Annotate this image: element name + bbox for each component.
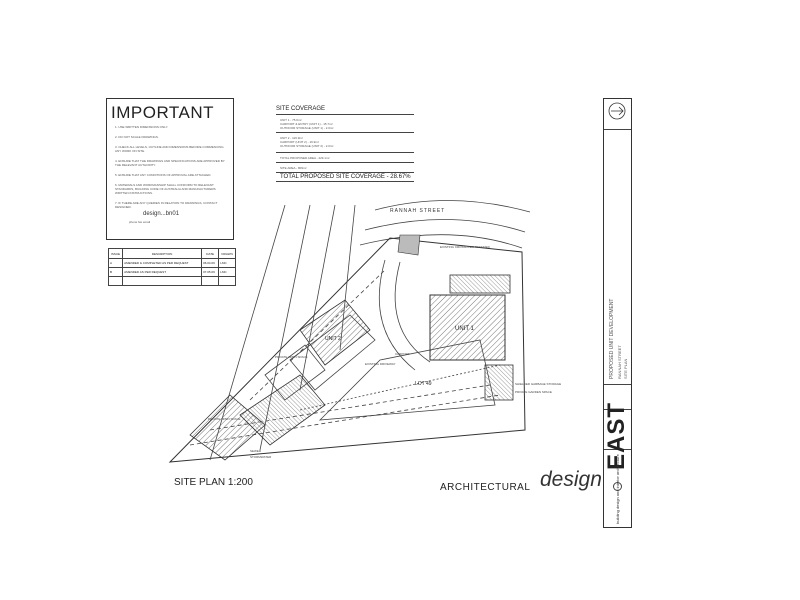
coverage-line: SITE AREA - 809m²	[280, 166, 307, 170]
plan-annotation: PRIVATE OPEN SPACE	[208, 417, 241, 421]
note-item: 2. DO NOT SCALE DRAWINGS.	[115, 135, 159, 139]
rev-header-issue: ISSUE	[107, 248, 124, 259]
site-coverage-block: SITE COVERAGE UNIT 1 - 75.6m² CARPORT & …	[276, 106, 414, 182]
street-name: RANNAH STREET	[390, 208, 445, 214]
plan-annotation: SEWER	[250, 449, 262, 453]
coverage-line: CARPORT & ENTRY (UNIT 1) - 15.7m²	[280, 122, 333, 126]
note-item: 7. IF THERE ARE ANY QUERIES IN RELATION …	[115, 201, 218, 209]
plan-annotation: EXISTING CROSSOVER RETAINED	[440, 245, 491, 249]
coverage-line: OUTDOOR STORAGE (UNIT 1) - 2.0m²	[280, 126, 334, 130]
unit-2-footprint	[299, 299, 371, 366]
architectural-label: ARCHITECTURAL	[440, 482, 531, 493]
important-notes-box: IMPORTANT 1. USE WRITTEN DIMENSIONS ONLY…	[106, 98, 234, 240]
note-item: 3. CHECK ALL LEVELS, OUTLINE AND DIMENSI…	[115, 145, 224, 153]
circle-icon	[613, 482, 622, 491]
note-item: 6. MATERIALS AND WORKMANSHIP SHALL CONFO…	[115, 183, 216, 195]
designer-contact: phone fax email	[129, 220, 151, 224]
plan-annotation: SHIELDED GARBAGE STORAGE	[515, 382, 561, 386]
site-plan-scale-label: SITE PLAN 1:200	[174, 477, 253, 488]
plan-annotation: EXISTING DRIVEWAY	[365, 362, 396, 366]
note-item: 4. ENSURE THAT THE DRAWINGS AND SPECIFIC…	[115, 159, 225, 167]
rev-cell: B	[107, 267, 124, 277]
coverage-line: OUTDOOR STORAGE (UNIT 2) - 2.0m²	[280, 144, 334, 148]
note-item: 1. USE WRITTEN DIMENSIONS ONLY.	[115, 125, 169, 129]
garbage-storage-hatch	[484, 364, 514, 401]
plan-annotation: STORMWATER	[250, 455, 272, 459]
site-plan-drawing: RANNAH STREET UNIT 1 UNIT 2 LOT 49 PRIVA…	[168, 200, 561, 463]
revision-table: ISSUE DESCRIPTION DATE DRAWN A AMENDED &…	[107, 248, 236, 292]
plan-annotation: PRIVATE OPEN SPACE	[275, 355, 308, 359]
important-title: IMPORTANT	[111, 103, 215, 122]
title-block: PROPOSED UNIT DEVELOPMENT RANNAH STREET …	[603, 98, 632, 528]
garden-space-hatch	[239, 374, 326, 446]
carport-hatch	[449, 274, 511, 294]
unit-1-label: UNIT 1	[455, 326, 475, 332]
plan-annotation: CARPORT	[395, 352, 410, 356]
note-item: 5. ENSURE THAT ANY CONDITIONS OF APPROVA…	[115, 173, 212, 177]
coverage-line: UNIT 1 - 75.6m²	[280, 118, 302, 122]
unit-2-label: UNIT 2	[325, 336, 341, 342]
plan-annotation: PRIVATE GARDEN SPACE	[515, 390, 552, 394]
east-description: building design and interior architectur…	[615, 454, 620, 524]
table-row	[107, 276, 236, 286]
north-arrow-icon	[608, 102, 626, 120]
crossover	[397, 234, 421, 256]
coverage-total: TOTAL PROPOSED SITE COVERAGE - 28.67%	[280, 174, 411, 180]
rev-cell: A	[107, 258, 124, 268]
unit-1-footprint	[429, 294, 506, 361]
project-title: PROPOSED UNIT DEVELOPMENT	[609, 298, 615, 379]
site-coverage-title: SITE COVERAGE	[276, 106, 326, 112]
project-address: RANNAH STREET	[617, 345, 622, 379]
important-notes-list: 1. USE WRITTEN DIMENSIONS ONLY. 2. DO NO…	[115, 125, 227, 215]
coverage-line: CARPORT (UNIT 2) - 16.9m²	[280, 140, 319, 144]
lot-label: LOT 49	[415, 381, 432, 387]
sheet-title: SITE PLAN	[623, 358, 628, 379]
designer-name: design...bn01	[143, 211, 180, 217]
coverage-line: TOTAL PROPOSED AREA - 229.1m²	[280, 156, 330, 160]
design-logo: design	[540, 468, 602, 491]
coverage-line: UNIT 2 - 116.9m²	[280, 136, 303, 140]
